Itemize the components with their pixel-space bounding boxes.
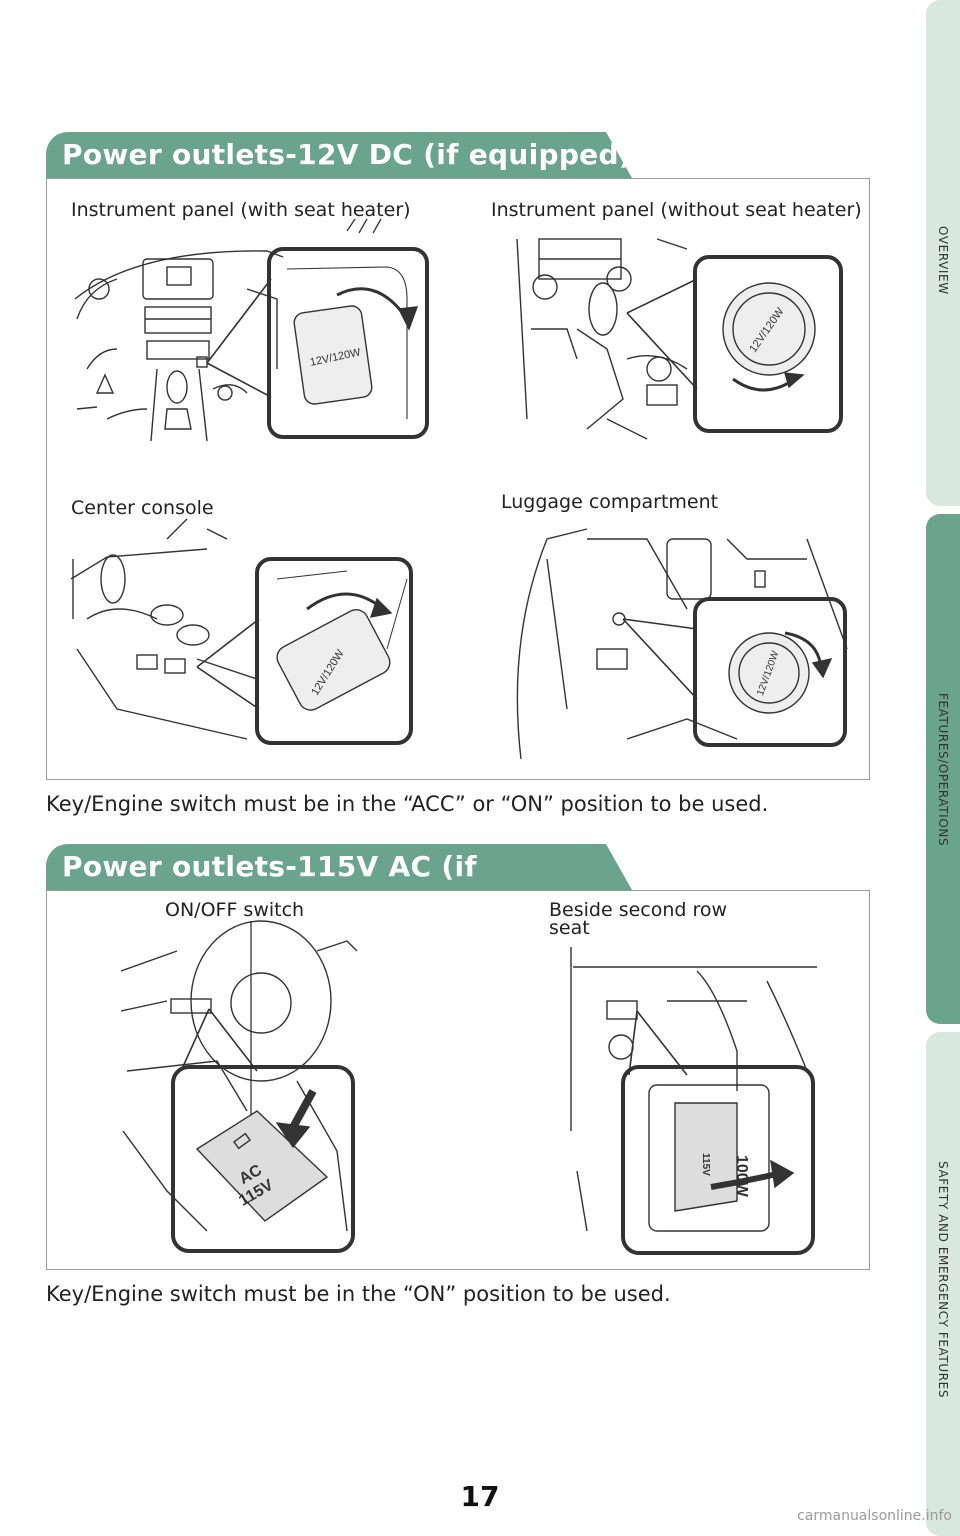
dc-usage-note: Key/Engine switch must be in the “ACC” o… [46,792,769,816]
dc-illustrations: 12V/120W [70,218,848,760]
side-tab-label-overview: OVERVIEW [936,225,950,295]
dash-without-heater-sketch [516,238,688,440]
label-onoff-switch: ON/OFF switch [165,899,305,921]
side-tab-label-safety: SAFETY AND EMERGENCY FEATURES [936,1161,950,1399]
watermark: carmanualsonline.info [797,1508,952,1524]
side-tab-safety[interactable] [926,1032,960,1536]
ac-illustration-panel: AC 115V 115V 100W [46,890,870,1270]
outlet-marking-100w: 100W [733,1155,750,1198]
section-banner-ac: Power outlets-115V AC (if equipped) [46,844,632,890]
center-console-sketch [70,518,258,740]
page-number: 17 [460,1480,500,1513]
side-tab-features[interactable] [926,514,960,1024]
outlet-marking-115v: 115V [700,1153,711,1176]
second-row-seat-sketch [570,947,817,1232]
label-panel-without-heater: Instrument panel (without seat heater) [491,199,862,221]
label-second-row-line1: Beside second row [549,899,728,921]
label-panel-with-heater: Instrument panel (with seat heater) [71,199,411,221]
dc-illustration-panel: 12V/120W [46,178,870,780]
label-luggage-compartment: Luggage compartment [501,491,719,513]
ac-usage-note: Key/Engine switch must be in the “ON” po… [46,1282,671,1306]
side-tab-overview[interactable] [926,0,960,506]
label-center-console: Center console [71,497,214,519]
section-banner-dc: Power outlets-12V DC (if equipped) [46,132,632,178]
label-second-row-line2: seat [549,917,590,939]
side-tab-label-features: FEATURES/OPERATIONS [936,693,950,847]
dash-steering-sketch [120,920,358,1232]
luggage-compartment-sketch [516,528,848,760]
ac-illustrations: AC 115V 115V 100W [120,920,817,1255]
dash-with-heater-sketch [74,250,284,442]
